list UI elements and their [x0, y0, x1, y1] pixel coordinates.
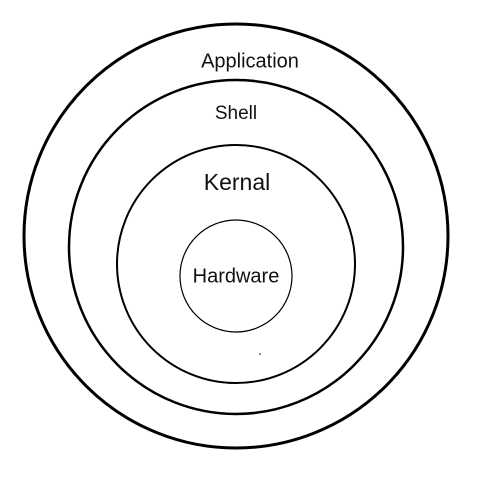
- kernel-ring: [116, 144, 356, 384]
- shell-label: Shell: [215, 103, 257, 124]
- kernel-label: Kernal: [204, 169, 270, 195]
- hardware-ring: [179, 219, 293, 333]
- application-ring: [22, 22, 450, 450]
- application-label: Application: [201, 50, 299, 72]
- stray-dot: [259, 353, 261, 355]
- hardware-label: Hardware: [193, 265, 280, 287]
- shell-ring: [67, 78, 405, 416]
